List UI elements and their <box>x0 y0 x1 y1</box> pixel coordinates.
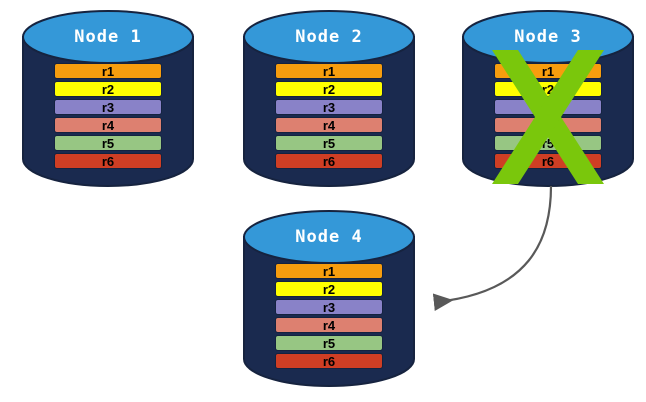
row-bar-r6[interactable]: r6 <box>275 353 383 369</box>
row-bar-r6[interactable]: r6 <box>494 153 602 169</box>
failover-arrow-path <box>432 185 553 311</box>
row-bar-r1[interactable]: r1 <box>275 63 383 79</box>
row-bar-r1[interactable]: r1 <box>494 63 602 79</box>
row-bar-r6[interactable]: r6 <box>54 153 162 169</box>
cylinder-top-ellipse <box>462 10 634 64</box>
row-bar-r2[interactable]: r2 <box>54 81 162 97</box>
node-3-rows: r1 r2 r3 r4 r5 r6 <box>462 63 634 171</box>
row-bar-r1[interactable]: r1 <box>275 263 383 279</box>
row-bar-r4[interactable]: r4 <box>275 317 383 333</box>
row-bar-r4[interactable]: r4 <box>54 117 162 133</box>
cylinder-top-ellipse <box>22 10 194 64</box>
node-4-rows: r1 r2 r3 r4 r5 r6 <box>243 263 415 371</box>
row-bar-r4[interactable]: r4 <box>494 117 602 133</box>
row-bar-r2[interactable]: r2 <box>275 281 383 297</box>
row-bar-r6[interactable]: r6 <box>275 153 383 169</box>
row-bar-r3[interactable]: r3 <box>275 99 383 115</box>
row-bar-r3[interactable]: r3 <box>275 299 383 315</box>
row-bar-r1[interactable]: r1 <box>54 63 162 79</box>
row-bar-r5[interactable]: r5 <box>275 335 383 351</box>
row-bar-r3[interactable]: r3 <box>494 99 602 115</box>
node-2-rows: r1 r2 r3 r4 r5 r6 <box>243 63 415 171</box>
row-bar-r3[interactable]: r3 <box>54 99 162 115</box>
row-bar-r5[interactable]: r5 <box>54 135 162 151</box>
node-1-rows: r1 r2 r3 r4 r5 r6 <box>22 63 194 171</box>
cylinder-top-ellipse <box>243 10 415 64</box>
row-bar-r5[interactable]: r5 <box>275 135 383 151</box>
row-bar-r2[interactable]: r2 <box>494 81 602 97</box>
row-bar-r5[interactable]: r5 <box>494 135 602 151</box>
row-bar-r4[interactable]: r4 <box>275 117 383 133</box>
row-bar-r2[interactable]: r2 <box>275 81 383 97</box>
cylinder-top-ellipse <box>243 210 415 264</box>
